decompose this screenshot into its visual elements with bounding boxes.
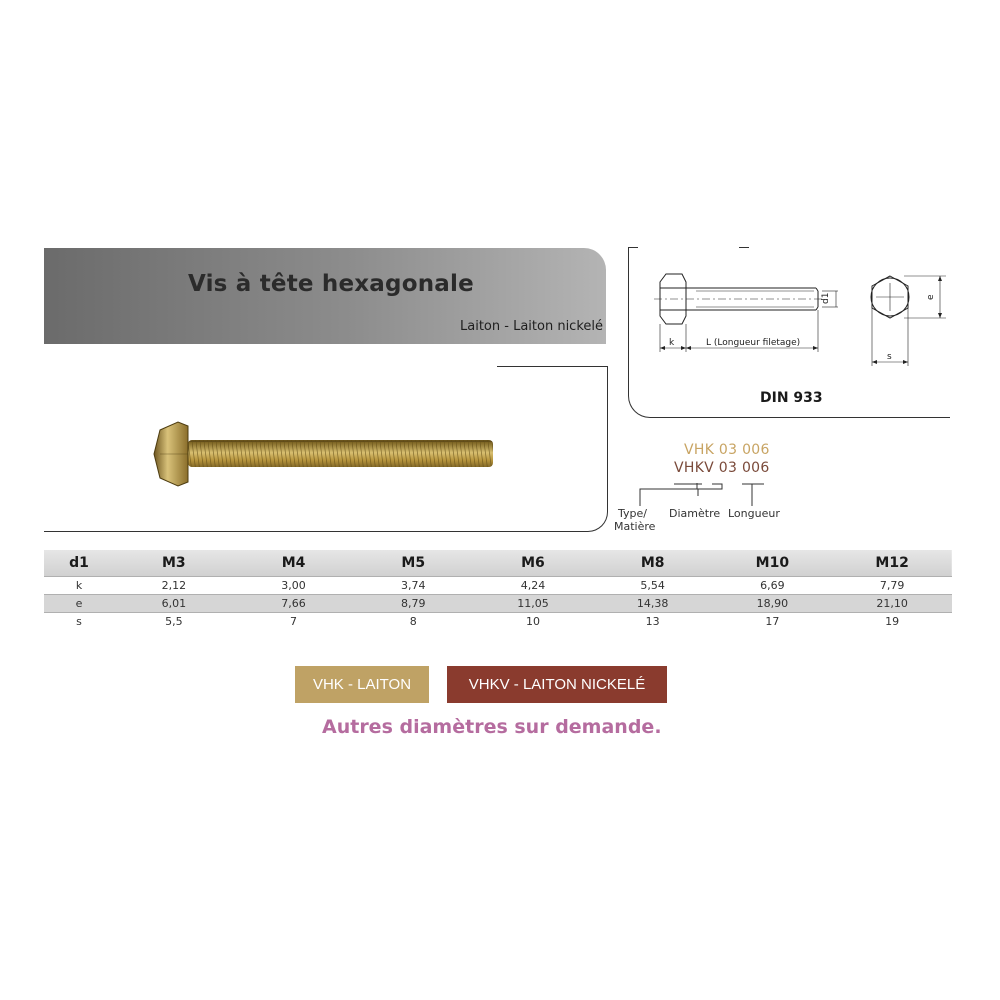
header-band xyxy=(44,248,606,344)
dim-e-label: e xyxy=(926,294,936,300)
standard-label: DIN 933 xyxy=(760,390,823,406)
table-cell: 3,74 xyxy=(353,576,474,595)
code-brass: VHK 03 006 xyxy=(684,442,770,458)
table-header-cell: d1 xyxy=(69,555,89,571)
table-cell: 2,12 xyxy=(114,576,234,595)
page-subtitle: Laiton - Laiton nickelé xyxy=(460,319,603,334)
table-cell: 6,01 xyxy=(114,594,234,613)
table-cell: 7 xyxy=(233,612,354,630)
table-cell: 18,90 xyxy=(712,594,833,613)
table-cell: 7,66 xyxy=(233,594,354,613)
table-row: k 2,12 3,00 3,74 4,24 5,54 6,69 7,79 xyxy=(44,576,952,595)
table-header-cell: M6 xyxy=(521,555,545,571)
page-title: Vis à tête hexagonale xyxy=(188,271,474,297)
table-header-cell: M3 xyxy=(162,555,186,571)
table-cell: 14,38 xyxy=(592,594,713,613)
table-header-cell: M12 xyxy=(875,555,909,571)
table-cell: 19 xyxy=(832,612,952,630)
table-header-cell: M5 xyxy=(401,555,426,571)
dim-d1-label: d1 xyxy=(821,293,831,304)
dimensions-table: d1 M3 M4 M5 M6 M8 M10 M12 k 2,12 3,00 3,… xyxy=(44,550,952,630)
screw-photo xyxy=(153,421,493,487)
badge-brass: VHK - LAITON xyxy=(295,666,429,703)
table-cell: 8,79 xyxy=(353,594,474,613)
dim-length-label: L (Longueur filetage) xyxy=(706,338,800,348)
table-cell: k xyxy=(44,576,114,595)
table-cell: 3,00 xyxy=(233,576,354,595)
table-row: s 5,5 7 8 10 13 17 19 xyxy=(44,612,952,630)
table-cell: 8 xyxy=(353,612,474,630)
dim-k-label: k xyxy=(669,338,675,348)
table-header-cell: M10 xyxy=(755,555,790,571)
dim-s-label: s xyxy=(887,352,892,362)
table-cell: 11,05 xyxy=(473,594,593,613)
table-header-cell: M8 xyxy=(640,555,665,571)
product-frame xyxy=(43,365,608,532)
table-cell: 5,5 xyxy=(114,612,234,630)
table-cell: s xyxy=(44,612,114,630)
footer-note: Autres diamètres sur demande. xyxy=(322,716,662,738)
code-nickel: VHKV 03 006 xyxy=(674,460,770,476)
table-cell: 6,69 xyxy=(712,576,833,595)
technical-drawing: k L (Longueur filetage) d1 e s xyxy=(654,273,946,366)
table-cell: 13 xyxy=(592,612,713,630)
table-header-cell: M4 xyxy=(281,555,306,571)
code-legend-lines xyxy=(639,483,764,506)
legend-material: Matière xyxy=(614,520,656,533)
legend-type: Type/ xyxy=(618,507,647,520)
table-cell: 17 xyxy=(712,612,833,630)
table-row: e 6,01 7,66 8,79 11,05 14,38 18,90 21,10 xyxy=(44,594,952,613)
legend-diameter: Diamètre xyxy=(669,507,721,520)
drawing-frame xyxy=(628,247,950,418)
table-cell: 5,54 xyxy=(592,576,713,595)
table-cell: 7,79 xyxy=(832,576,952,595)
table-header-row: d1 M3 M4 M5 M6 M8 M10 M12 xyxy=(44,550,952,577)
table-cell: 4,24 xyxy=(473,576,593,595)
table-cell: 21,10 xyxy=(832,594,952,613)
table-cell: e xyxy=(44,594,114,613)
legend-length: Longueur xyxy=(728,507,780,520)
table-cell: 10 xyxy=(473,612,593,630)
badge-nickel: VHKV - LAITON NICKELÉ xyxy=(447,666,667,703)
